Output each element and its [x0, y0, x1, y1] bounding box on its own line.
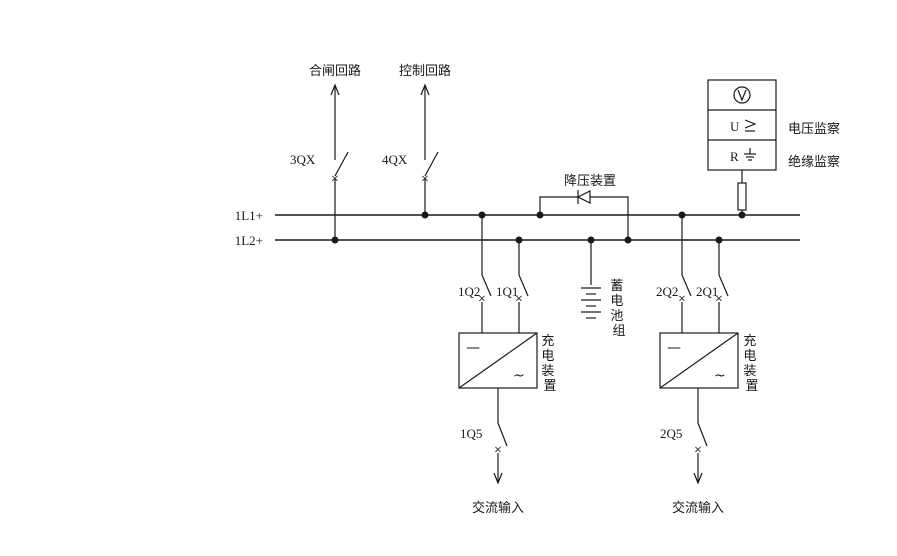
switch-x-mark: × [715, 294, 723, 305]
arrow-down-icon [493, 472, 503, 485]
switch-blade-2q1 [718, 274, 729, 297]
switch-blade-1q2 [481, 274, 492, 297]
battery-label: 蓄 电 池 组 [610, 279, 627, 339]
arrow-up-icon [330, 83, 340, 96]
step-down-device: 降压装置 [536, 174, 632, 244]
switch-x-mark: × [478, 294, 486, 305]
control-circuit-label: 控制回路 [399, 63, 451, 79]
closing-circuit-label: 合闸回路 [309, 63, 361, 79]
switch-3qx-label: 3QX [290, 152, 316, 167]
charger-label-char: 电 [541, 349, 554, 364]
dc-symbol: — [667, 340, 681, 356]
resistance-symbol: R [730, 149, 739, 164]
switch-1q2-label: 1Q2 [458, 284, 480, 299]
charger-1: × × 1Q2 1Q1 — ~ 充 电 装 置 × 1Q5 交流输入 [458, 211, 558, 516]
switch-2q2-label: 2Q2 [656, 284, 678, 299]
bus-1l2-label: 1L2+ [235, 233, 263, 248]
switch-blade-3qx [334, 151, 349, 177]
charger-label-char: 充 [743, 333, 756, 349]
switch-blade-1q1 [518, 274, 529, 297]
charger-2: × × 2Q2 2Q1 — ~ 充 电 装 置 × 2Q5 交流输入 [656, 211, 760, 516]
switch-1q5-label: 1Q5 [460, 426, 482, 441]
switch-x-mark: × [678, 294, 686, 305]
ac-input-1-label: 交流输入 [472, 500, 524, 516]
arrow-up-icon [420, 83, 430, 96]
voltmeter-icon [733, 86, 751, 104]
charger-label-char: 置 [543, 379, 556, 394]
insulation-monitor-label: 绝缘监察 [788, 154, 840, 170]
charger-label-char: 充 [541, 333, 554, 349]
diode-icon [576, 190, 591, 204]
switch-blade-1q5 [497, 422, 508, 447]
switch-2q1-label: 2Q1 [696, 284, 718, 299]
threshold-icon [744, 119, 757, 132]
charger-label-char: 装 [541, 364, 554, 379]
switch-blade-2q5 [697, 422, 708, 447]
ac-input-2-label: 交流输入 [672, 500, 724, 516]
battery-label-char: 电 [610, 294, 623, 309]
rectifier-diagonal [458, 332, 538, 389]
switch-x-mark: × [694, 445, 702, 456]
ac-symbol: ~ [513, 368, 525, 384]
switch-blade-4qx [424, 151, 439, 177]
ground-icon [744, 148, 756, 161]
charger-2-label: 充 电 装 置 [743, 333, 760, 394]
fuse-icon [737, 182, 747, 211]
ac-symbol: ~ [714, 368, 726, 384]
charger-label-char: 装 [743, 364, 756, 379]
charger-1-label: 充 电 装 置 [541, 333, 558, 394]
battery-label-char: 蓄 [610, 279, 623, 294]
dc-symbol: — [466, 340, 480, 356]
switch-x-mark: × [331, 174, 339, 185]
battery-label-char: 组 [612, 324, 625, 339]
battery-bank: 蓄 电 池 组 [581, 236, 627, 339]
monitor-box [707, 79, 777, 171]
battery-label-char: 池 [610, 309, 623, 324]
switch-x-mark: × [494, 445, 502, 456]
charger-label-char: 置 [745, 379, 758, 394]
switch-x-mark: × [421, 174, 429, 185]
bus-1l1-label: 1L1+ [235, 208, 263, 223]
switch-blade-2q2 [681, 274, 692, 297]
switch-2q5-label: 2Q5 [660, 426, 682, 441]
switch-1q1-label: 1Q1 [496, 284, 518, 299]
voltage-symbol: U [730, 119, 740, 134]
closing-circuit-feeder: × 3QX 合闸回路 [290, 63, 361, 244]
rectifier-diagonal [659, 332, 739, 389]
charger-label-char: 电 [743, 349, 756, 364]
battery-icon [581, 287, 601, 319]
switch-4qx-label: 4QX [382, 152, 408, 167]
step-down-label: 降压装置 [564, 174, 616, 189]
arrow-down-icon [693, 472, 703, 485]
switch-x-mark: × [515, 294, 523, 305]
control-circuit-feeder: × 4QX 控制回路 [382, 63, 451, 219]
voltage-monitor-label: 电压监察 [788, 122, 840, 137]
monitor-panel: U R 电压监察 绝缘监察 [707, 79, 840, 219]
